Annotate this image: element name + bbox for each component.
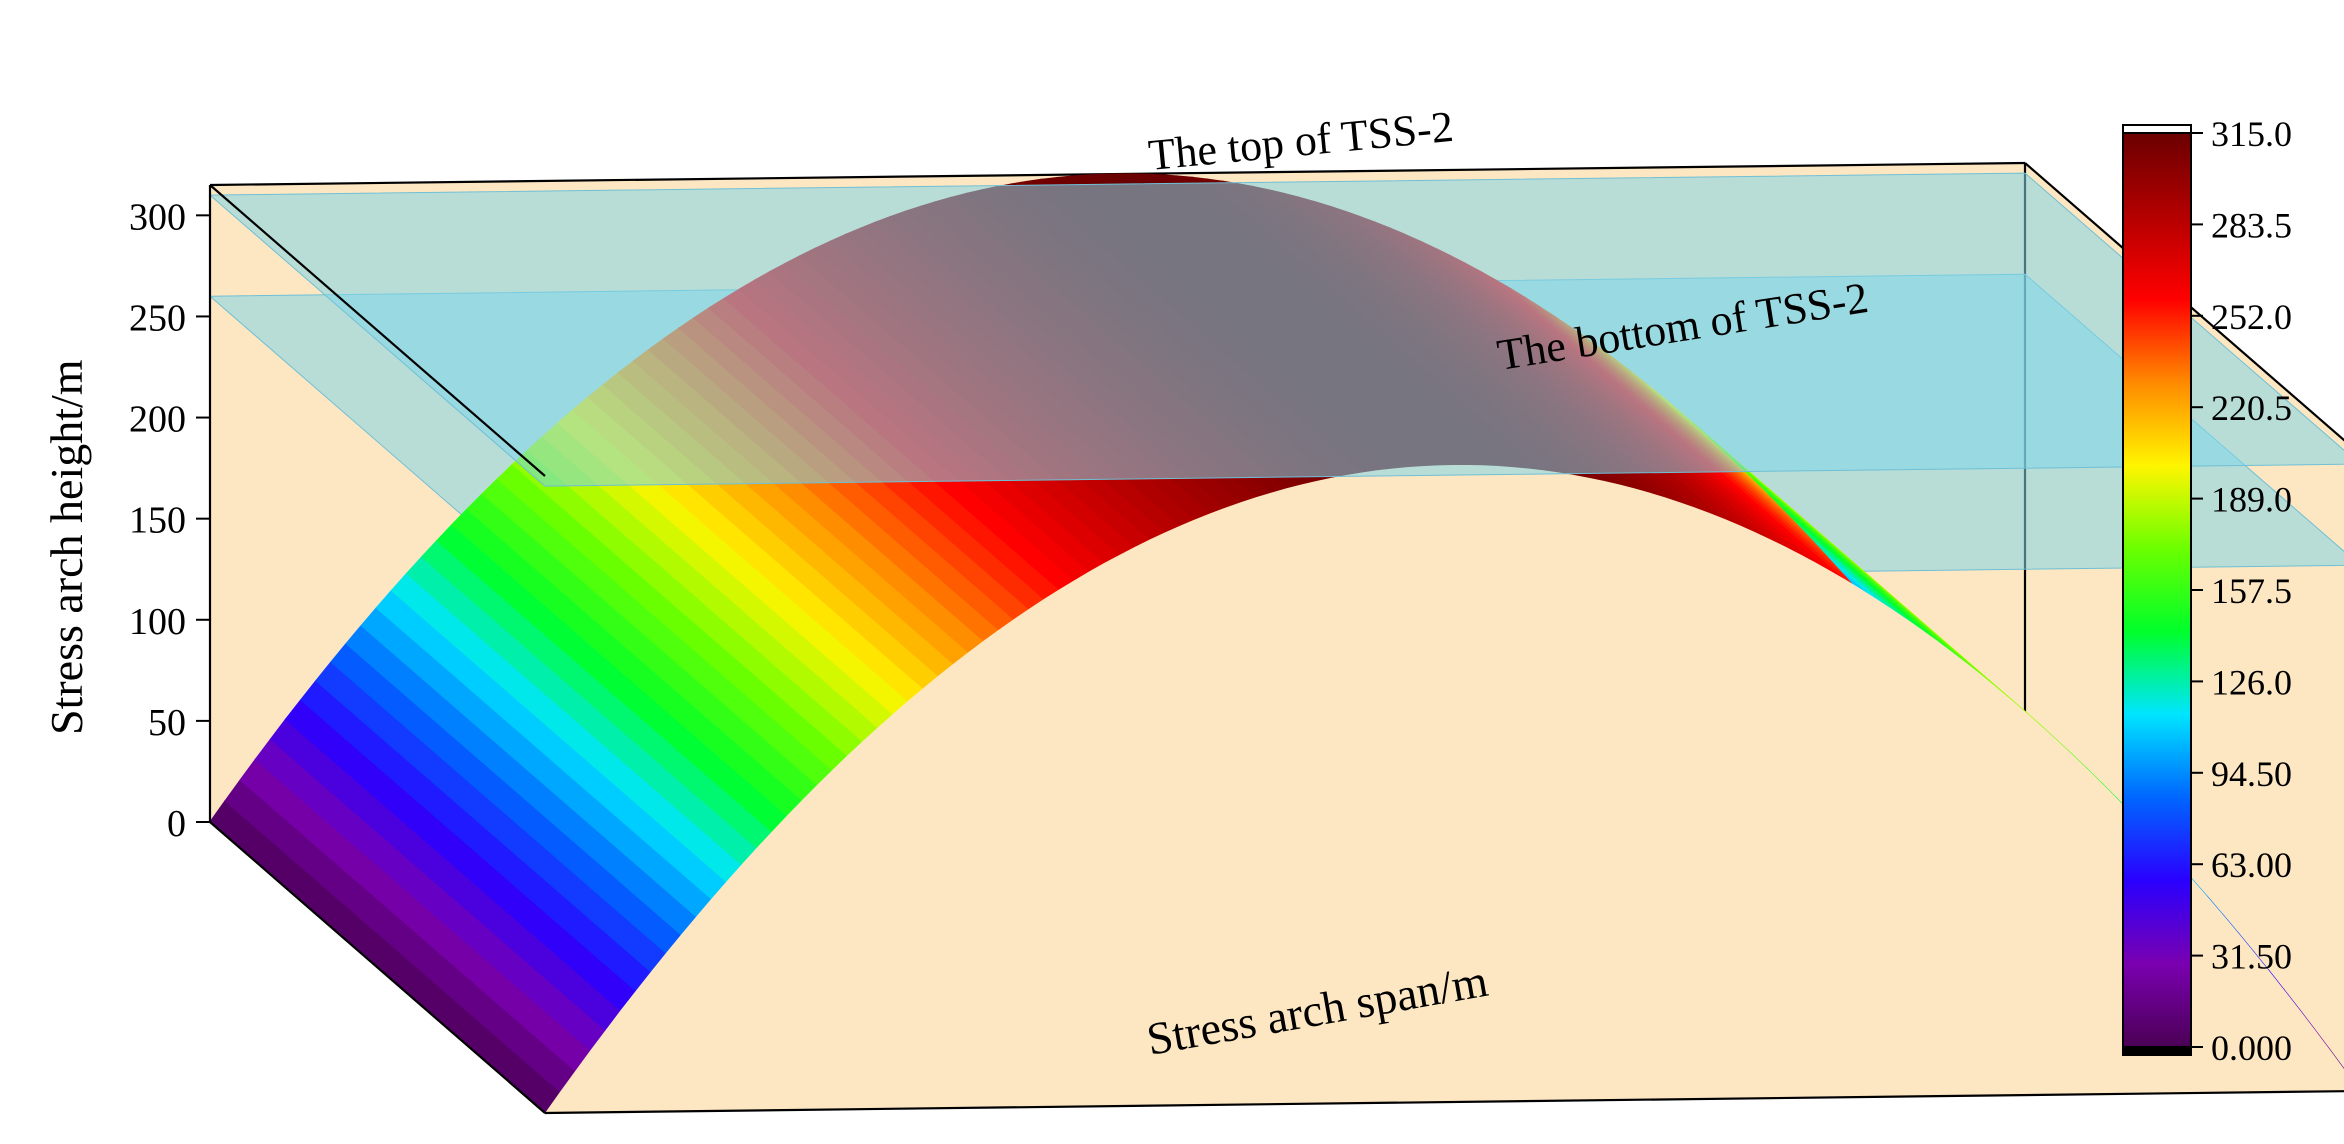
- plane-sheet: [208, 172, 2344, 487]
- z-tick-label: 100: [129, 601, 186, 643]
- colorbar-tick-label: 31.50: [2211, 937, 2292, 977]
- edge-floor-front: [544, 1090, 2344, 1115]
- edge-right-top: [2024, 162, 2344, 442]
- z-axis: 0 50 100 150 200 250 300: [129, 196, 210, 845]
- colorbar-tick-label: 63.00: [2211, 845, 2292, 885]
- colorbar: 315.0 283.5 252.0 220.5 189.0 157.5 126.0 94.50…: [2122, 114, 2292, 1068]
- colorbar-under-cap: [2122, 1046, 2192, 1056]
- box-front-edges: [208, 184, 2344, 1115]
- y-axis-label: Stress arch height/m: [41, 359, 92, 735]
- colorbar-tick-label: 283.5: [2211, 205, 2292, 245]
- colorbar-tick-label: 315.0: [2211, 114, 2292, 154]
- z-tick-label: 250: [129, 297, 186, 339]
- colorbar-tick-label: 252.0: [2211, 297, 2292, 337]
- z-tick-label: 300: [129, 196, 186, 238]
- edge-floor-left: [209, 821, 546, 1114]
- colorbar-tick-label: 0.000: [2211, 1028, 2292, 1068]
- surface-front-face: [545, 465, 2344, 1113]
- z-tick-label: 200: [129, 399, 186, 441]
- colorbar-tick-label: 126.0: [2211, 662, 2292, 702]
- colorbar-tick-label: 189.0: [2211, 480, 2292, 520]
- colorbar-tick-label: 94.50: [2211, 754, 2292, 794]
- colorbar-gradient: [2122, 132, 2192, 1048]
- colorbar-tick-label: 157.5: [2211, 571, 2292, 611]
- z-tick-label: 50: [148, 702, 186, 744]
- edge-left-top: [209, 184, 546, 477]
- colorbar-over-cap: [2122, 124, 2192, 134]
- plane-label-top: The top of TSS-2: [1146, 102, 1455, 180]
- colorbar-tick-label: 220.5: [2211, 388, 2292, 428]
- z-tick-label: 150: [129, 500, 186, 542]
- plane-top-of-tss2: [208, 172, 2344, 487]
- z-tick-label: 0: [167, 803, 186, 845]
